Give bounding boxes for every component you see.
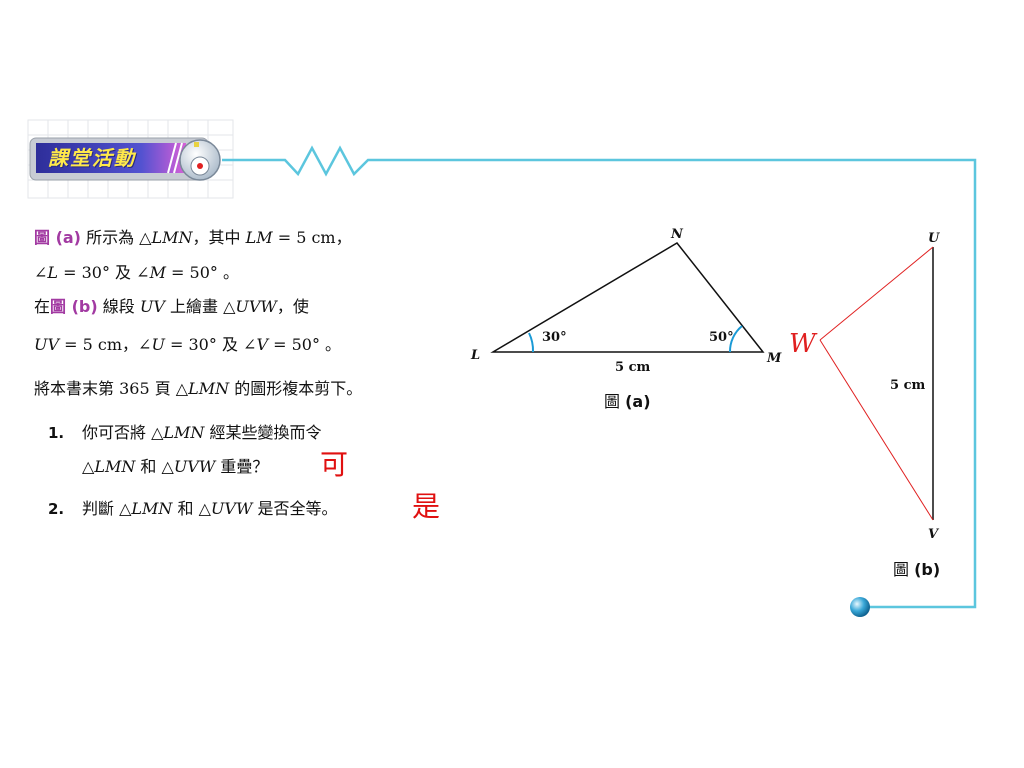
angle-l-label: 30°: [542, 330, 567, 345]
angle-arc-l: [528, 332, 535, 353]
statement-line-4: UV = 5 cm，∠U = 30° 及 ∠V = 50° 。: [34, 335, 342, 354]
angle-m-label: 50°: [709, 330, 734, 345]
vertex-m: M: [766, 351, 782, 366]
vertex-u: U: [928, 231, 940, 246]
vertex-w: W: [789, 329, 818, 359]
question-1-number: 1.: [48, 424, 65, 442]
side-lm-label: 5 cm: [615, 360, 650, 375]
triangle-lmn: [490, 242, 765, 353]
caption-figure-a: 圖 (a): [604, 392, 651, 411]
construction-line-vw: [819, 339, 934, 521]
side-uv-label: 5 cm: [890, 378, 925, 393]
question-2-number: 2.: [48, 500, 65, 518]
question-2-text: 判斷 △LMN 和 △UVW 是否全等。: [82, 499, 338, 518]
vertex-n: N: [670, 227, 684, 242]
end-ball: [850, 597, 870, 617]
caption-figure-b: 圖 (b): [893, 560, 941, 579]
activity-badge: 課堂活動: [48, 146, 136, 170]
statement-line-1: 圖 (a) 所示為 △LMN，其中 LM = 5 cm，: [34, 228, 352, 247]
vertex-l: L: [470, 348, 480, 363]
statement-line-3: 在圖 (b) 線段 UV 上繪畫 △UVW，使: [34, 297, 309, 316]
question-1-line-2: △LMN 和 △UVW 重疊？: [82, 457, 269, 476]
angle-arc-m: [728, 325, 743, 353]
statement-line-5: 將本書末第 365 頁 △LMN 的圖形複本剪下。: [34, 379, 363, 398]
question-1-line-1: 你可否將 △LMN 經某些變換而令: [82, 423, 322, 442]
answer-1: 可: [320, 448, 349, 481]
answer-2: 是: [412, 490, 441, 523]
vertex-v: V: [928, 527, 940, 542]
statement-line-2: ∠L = 30° 及 ∠M = 50° 。: [34, 263, 239, 282]
connector-line: [222, 145, 977, 609]
construction-line-uw: [819, 246, 934, 341]
